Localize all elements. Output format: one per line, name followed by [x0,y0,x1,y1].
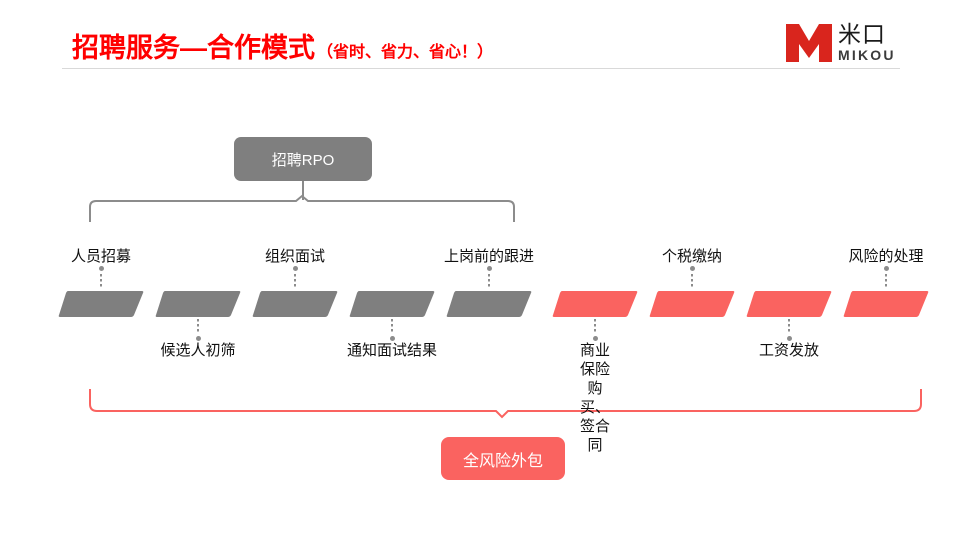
connector-dotted-line [594,319,596,333]
node-full-risk-outsourcing[interactable]: 全风险外包 [441,437,565,480]
connector-dot [593,336,598,341]
step-shape-parallelogram [649,289,735,318]
connector-dotted-line [391,319,393,333]
step-connector-line [787,319,792,341]
step-connector-line [196,319,201,341]
flow-step-4-label: 通知面试结果 [346,342,438,359]
connector-dotted-line [197,319,199,333]
page-title-subtitle: （省时、省力、省心！） [317,44,494,61]
connector-dotted-line [100,274,102,288]
connector-dot [487,266,492,271]
flow-step-2[interactable]: 候选人初筛 [155,289,241,359]
connector-dotted-line [691,274,693,288]
flow-step-4[interactable]: 通知面试结果 [347,289,437,359]
page-title: 招聘服务—合作模式 （省时、省力、省心！） [72,26,493,65]
flow-step-7[interactable]: 个税缴纳 [649,248,735,318]
step-shape-parallelogram [746,289,832,318]
node-recruitment-rpo-label: 招聘RPO [271,151,335,169]
step-shape-parallelogram [446,289,532,318]
connector-dot [390,336,395,341]
step-connector-line [884,266,889,288]
connector-dot [787,336,792,341]
step-connector-line [293,266,298,288]
flow-step-8-label: 工资发放 [758,342,820,359]
step-connector-line [690,266,695,288]
flow-step-9-label: 风险的处理 [848,248,924,265]
connector-dotted-line [294,274,296,288]
page-title-main: 招聘服务—合作模式 [72,33,315,63]
node-full-risk-outsourcing-label: 全风险外包 [462,452,543,470]
flow-step-3[interactable]: 组织面试 [252,248,338,318]
rpo-connector-stem [302,181,304,200]
connector-dot [293,266,298,271]
logo-m-icon [786,24,832,62]
step-connector-line [390,319,395,341]
connector-dot [99,266,104,271]
flow-step-7-label: 个税缴纳 [661,248,723,265]
connector-dot [884,266,889,271]
flow-step-3-label: 组织面试 [264,248,326,265]
flow-step-2-label: 候选人初筛 [160,342,236,359]
step-shape-parallelogram [843,289,929,318]
step-shape-parallelogram [552,289,638,318]
logo-chinese-text: 米口 [838,22,886,48]
step-shape-parallelogram [349,289,435,318]
flow-step-1-label: 人员招募 [70,248,132,265]
step-shape-parallelogram [58,289,144,318]
step-connector-line [593,319,598,341]
step-shape-parallelogram [155,289,241,318]
step-connector-line [99,266,104,288]
header-divider [62,68,900,69]
node-recruitment-rpo[interactable]: 招聘RPO [234,137,372,181]
logo-english-text: MIKOU [838,47,896,63]
connector-dot [690,266,695,271]
page-header: 招聘服务—合作模式 （省时、省力、省心！） 米口 MIKOU [0,0,960,80]
flow-step-8[interactable]: 工资发放 [746,289,832,359]
step-connector-line [487,266,492,288]
flow-step-5[interactable]: 上岗前的跟进 [444,248,534,318]
connector-dot [196,336,201,341]
connector-dotted-line [788,319,790,333]
flow-step-6-label: 商业保险购买、 签合同 [579,342,610,454]
step-shape-parallelogram [252,289,338,318]
flow-step-9[interactable]: 风险的处理 [843,248,929,318]
flow-step-6[interactable]: 商业保险购买、 签合同 [552,289,638,454]
flow-step-1[interactable]: 人员招募 [58,248,144,318]
flow-step-5-label: 上岗前的跟进 [443,248,535,265]
brand-logo: 米口 MIKOU [786,22,904,68]
connector-dotted-line [488,274,490,288]
connector-dotted-line [885,274,887,288]
